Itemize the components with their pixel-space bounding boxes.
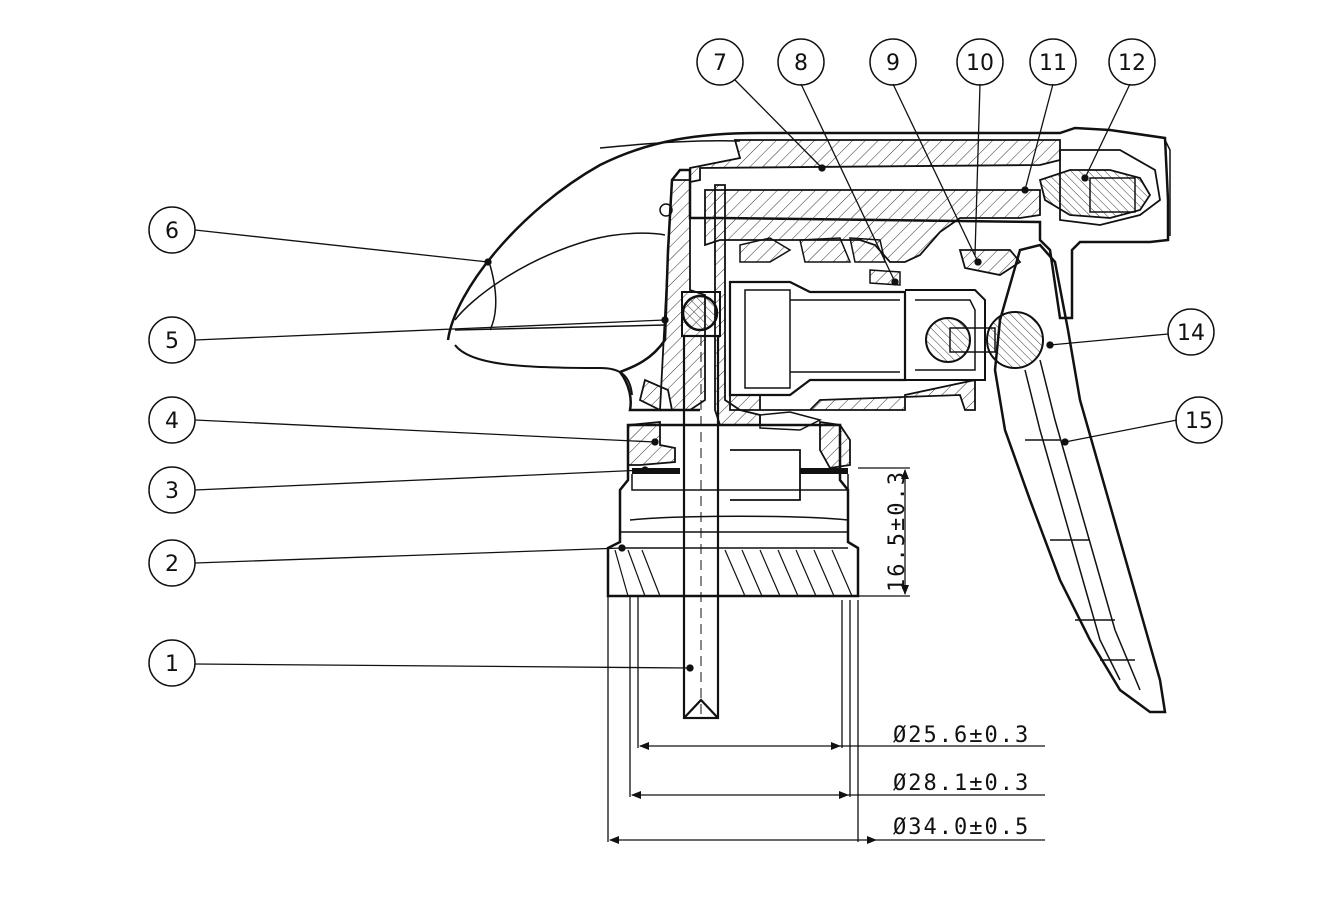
callout-12: 12: [1108, 38, 1156, 86]
callout-10-label: 10: [966, 51, 994, 76]
sprayer-head: [446, 126, 1171, 720]
callout-4: 4: [148, 396, 196, 444]
callout-12-label: 12: [1118, 51, 1146, 76]
callout-15-label: 15: [1185, 409, 1213, 434]
callout-11-label: 11: [1039, 51, 1067, 76]
callout-6: 6: [148, 206, 196, 254]
dimension-diameter-28-1: Ø28.1±0.3: [893, 771, 1030, 796]
callout-1: 1: [148, 639, 196, 687]
cap-ribs: [614, 549, 853, 597]
callout-7-label: 7: [713, 51, 727, 76]
callout-2-label: 2: [165, 552, 179, 577]
callout-11: 11: [1029, 38, 1077, 86]
callout-15: 15: [1175, 396, 1223, 444]
trigger: [993, 243, 1167, 714]
callout-14: 14: [1167, 308, 1215, 356]
callout-6-label: 6: [165, 219, 179, 244]
callout-9-label: 9: [886, 51, 900, 76]
callout-7: 7: [696, 38, 744, 86]
callout-10: 10: [956, 38, 1004, 86]
callout-9: 9: [869, 38, 917, 86]
callout-3: 3: [148, 466, 196, 514]
callout-14-label: 14: [1177, 321, 1205, 346]
callout-8: 8: [777, 38, 825, 86]
leader-lines: [194, 79, 1178, 672]
closure-cap: [606, 411, 860, 598]
callout-5-label: 5: [165, 329, 179, 354]
dimension-diameter-34-0: Ø34.0±0.5: [893, 815, 1030, 840]
callout-5: 5: [148, 316, 196, 364]
callout-8-label: 8: [794, 51, 808, 76]
callout-3-label: 3: [165, 479, 179, 504]
dimension-lines: [607, 467, 1045, 844]
dimension-diameter-25-6: Ø25.6±0.3: [893, 723, 1030, 748]
dimension-height-16-5: 16.5±0.3: [885, 470, 910, 592]
callout-4-label: 4: [165, 409, 179, 434]
callout-2: 2: [148, 539, 196, 587]
callout-1-label: 1: [165, 652, 179, 677]
